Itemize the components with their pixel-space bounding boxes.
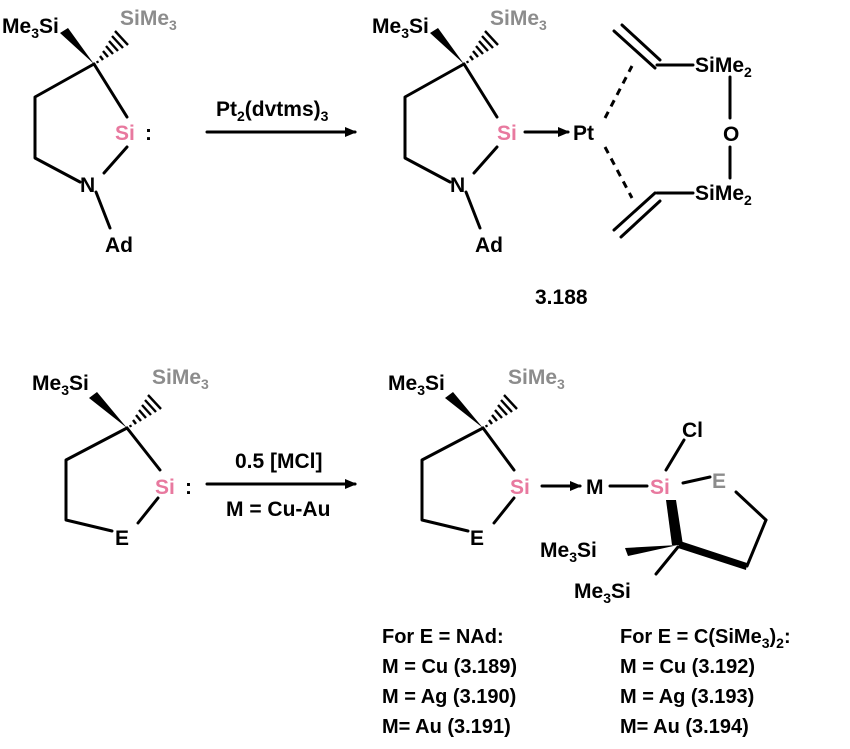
bold-ring-bond [678, 541, 747, 570]
si-center-label: Si [510, 476, 530, 499]
reagent-metal-range-label: M = Cu-Au [226, 498, 330, 521]
legend-nad: For E = NAd: M = Cu (3.189) M = Ag (3.19… [382, 626, 517, 738]
bond-c-si [125, 426, 162, 472]
e-atom-label: E [470, 527, 484, 550]
wedge-bond-si-c [666, 500, 683, 545]
compound-number-3188: 3.188 [535, 286, 588, 309]
legend-csime3: For E = C(SiMe3)2: M = Cu (3.192) M = Ag… [620, 626, 791, 738]
sime3-label: SiMe3 [152, 366, 209, 392]
legend-nad-row: M= Au (3.191) [382, 716, 511, 738]
bond-c-si [92, 62, 129, 119]
me3si-lower-1-label: Me3Si [540, 539, 597, 565]
bottom-product-molecule: Me3Si SiMe3 Si E M Si Cl E Me3Si Me3Si [388, 366, 768, 606]
legend-csime3-row: M = Cu (3.192) [620, 656, 755, 678]
hashed-bond [484, 394, 518, 428]
wedge-bond [89, 392, 127, 428]
ring-bond [734, 490, 768, 522]
wedge-bond-lower-1 [625, 545, 678, 556]
bottom-reaction-arrow: 0.5 [MCl] M = Cu-Au [205, 450, 357, 521]
bottom-reactant-molecule: Me3Si SiMe3 Si : E [32, 366, 209, 550]
dashed-coordination-upper [603, 65, 634, 119]
vinyl-double-bond [620, 23, 662, 62]
hashed-bond [95, 30, 129, 64]
si-lone-pair: : [185, 476, 192, 499]
sime2-bottom-label: SiMe2 [695, 182, 752, 208]
chloride-label: Cl [682, 419, 703, 442]
legend-csime3-heading: For E = C(SiMe3)2: [620, 626, 791, 651]
legend-csime3-row: M = Ag (3.193) [620, 686, 754, 708]
sime3-label: SiMe3 [508, 366, 565, 392]
reagent-mcl-label: 0.5 [MCl] [235, 450, 323, 473]
n-atom-label: N [450, 174, 465, 197]
vinyl-double-bond [619, 199, 662, 239]
pt2-dvtms3-reagent: Pt2(dvtms)3 [216, 98, 329, 124]
bond-c-si [481, 426, 516, 472]
legend-nad-heading: For E = NAd: [382, 626, 504, 648]
e-atom-label: E [115, 527, 129, 550]
me3si-lower-2-label: Me3Si [574, 580, 631, 606]
bond-c-si [462, 62, 499, 119]
ring-bond [403, 62, 466, 184]
bond-si-n [102, 145, 129, 175]
bond-n-ad [94, 190, 112, 230]
top-product-molecule: Me3Si SiMe3 Si N Ad Pt SiMe2 O SiMe2 [372, 7, 752, 257]
si-right-label: Si [650, 476, 670, 499]
sime3-label: SiMe3 [120, 7, 177, 33]
sime2-top-label: SiMe2 [695, 54, 752, 80]
ad-group-label: Ad [475, 234, 503, 257]
si-center-label: Si [497, 122, 517, 145]
ring-bond [420, 426, 485, 533]
ring-bond [64, 426, 129, 533]
bond-si-cl [664, 438, 686, 472]
legend-nad-row: M = Ag (3.190) [382, 686, 516, 708]
wedge-bond [445, 392, 483, 428]
si-lone-pair: : [145, 122, 152, 145]
n-atom-label: N [80, 174, 95, 197]
hashed-bond [128, 394, 162, 428]
metal-m-label: M [586, 476, 604, 499]
bond-si-e [492, 496, 516, 525]
dashed-coordination-lower [603, 146, 634, 199]
me3si-label: Me3Si [32, 372, 89, 398]
bond-n-ad [464, 190, 482, 230]
wedge-bond [430, 28, 464, 64]
sime3-label: SiMe3 [490, 7, 547, 33]
oxygen-label: O [723, 123, 739, 146]
bond-lower-2 [654, 545, 680, 576]
hashed-bond [465, 30, 499, 64]
me3si-label: Me3Si [372, 15, 429, 41]
si-center-label: Si [155, 476, 175, 499]
vinyl-double-bond [612, 191, 657, 232]
e-right-label: E [712, 470, 726, 493]
me3si-label: Me3Si [2, 15, 59, 41]
ring-bond [745, 518, 768, 568]
ad-group-label: Ad [105, 234, 133, 257]
bond-si-e-right [681, 475, 712, 485]
ring-bond [33, 62, 96, 184]
bond-si-n [472, 145, 499, 175]
vinyl-double-bond [612, 29, 657, 70]
wedge-bond [60, 28, 94, 64]
pt-metal-label: Pt [573, 122, 594, 145]
bond-si-e [136, 496, 160, 525]
top-reaction-arrow: Pt2(dvtms)3 [205, 98, 357, 137]
legend-nad-row: M = Cu (3.189) [382, 656, 517, 678]
legend-csime3-row: M= Au (3.194) [620, 716, 749, 738]
si-center-label: Si [115, 122, 135, 145]
me3si-label: Me3Si [388, 372, 445, 398]
top-reactant-molecule: Me3Si SiMe3 Si : N Ad [2, 7, 177, 257]
